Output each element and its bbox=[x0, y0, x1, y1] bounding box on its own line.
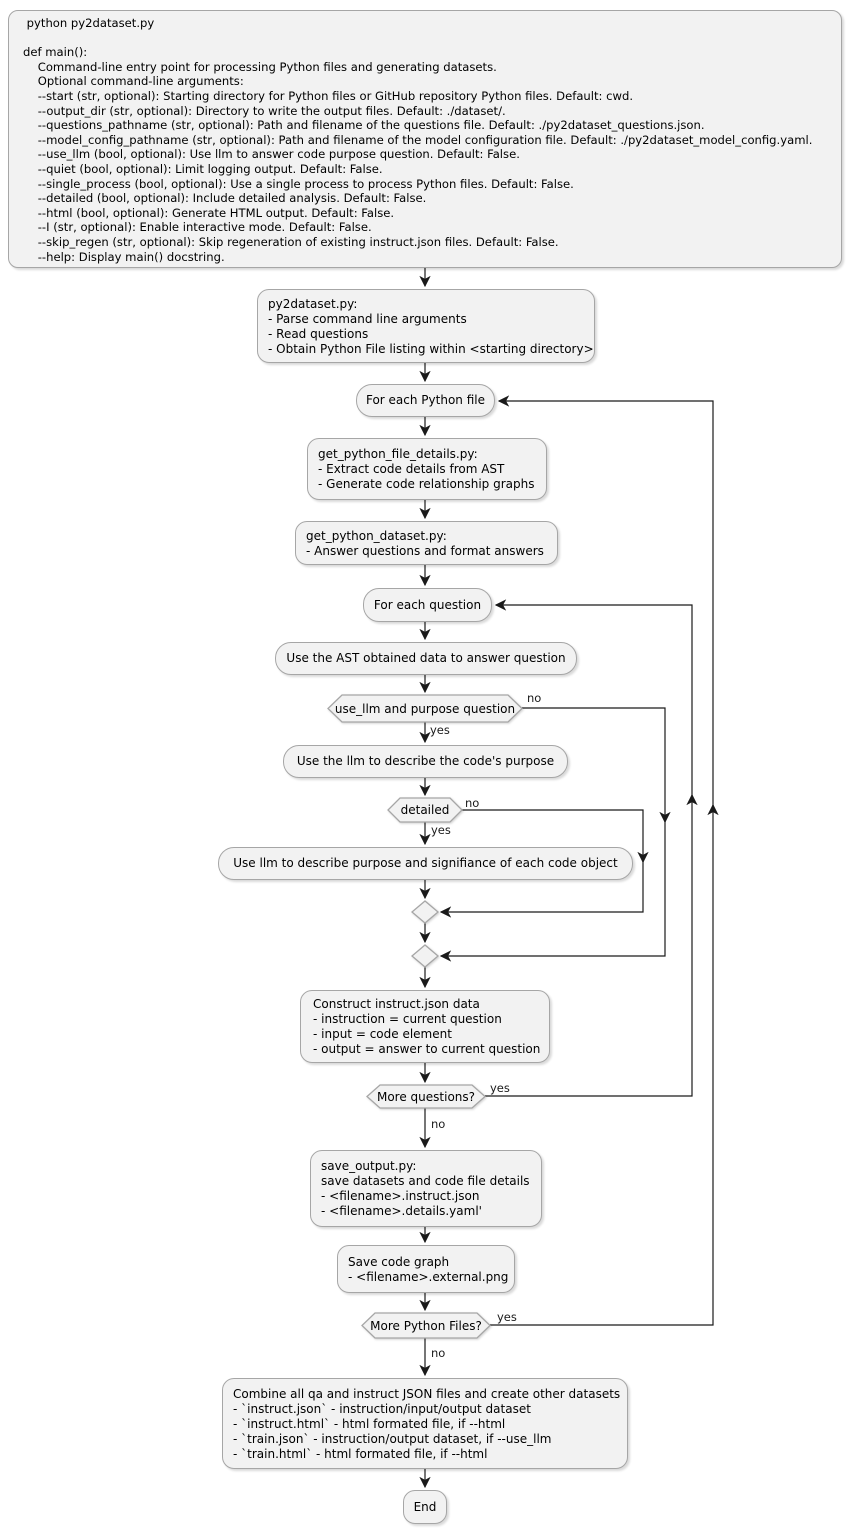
activity-main: py2dataset.py: - Parse command line argu… bbox=[257, 289, 595, 363]
activity-llm-code-purpose: Use the llm to describe the code's purpo… bbox=[283, 745, 568, 778]
label-more-files-no: no bbox=[431, 1346, 446, 1360]
decision-use-llm-label: use_llm and purpose question bbox=[334, 701, 516, 716]
decision-detailed-label: detailed bbox=[400, 803, 450, 817]
label-detailed-no: no bbox=[465, 796, 480, 810]
activity-use-ast-data: Use the AST obtained data to answer ques… bbox=[275, 642, 577, 675]
label-more-files-yes: yes bbox=[497, 1310, 517, 1324]
activity-save-output: save_output.py: save datasets and code f… bbox=[310, 1150, 542, 1227]
activity-construct-instruct-json: Construct instruct.json data - instructi… bbox=[300, 990, 550, 1063]
activity-get-python-dataset: get_python_dataset.py: - Answer question… bbox=[295, 521, 558, 565]
label-use-llm-yes: yes bbox=[430, 723, 450, 737]
activity-get-python-file-details: get_python_file_details.py: - Extract co… bbox=[307, 438, 547, 500]
docstring-text: python py2dataset.py def main(): Command… bbox=[23, 16, 813, 264]
edge-more-questions-yes bbox=[485, 599, 693, 1097]
activity-save-code-graph: Save code graph - <filename>.external.pn… bbox=[337, 1245, 515, 1293]
decision-more-questions-label: More questions? bbox=[376, 1089, 476, 1104]
label-detailed-yes: yes bbox=[431, 823, 451, 837]
activity-combine-datasets: Combine all qa and instruct JSON files a… bbox=[222, 1378, 628, 1469]
decision-more-files-shape bbox=[361, 1312, 491, 1339]
decision-more-files-label: More Python Files? bbox=[370, 1318, 482, 1333]
docstring-box: python py2dataset.py def main(): Command… bbox=[8, 10, 842, 268]
loop-for-each-python-file: For each Python file bbox=[356, 384, 495, 417]
label-use-llm-no: no bbox=[527, 691, 542, 705]
loop-for-each-question: For each question bbox=[363, 588, 492, 622]
edge-more-files-yes bbox=[490, 395, 714, 1326]
merge-node-2 bbox=[410, 944, 440, 968]
end-node: End bbox=[403, 1490, 447, 1524]
label-more-questions-no: no bbox=[431, 1117, 446, 1131]
merge-node-1 bbox=[410, 900, 440, 924]
edge-use-llm-no bbox=[439, 707, 666, 962]
decision-detailed-shape bbox=[387, 797, 463, 823]
decision-use-llm-shape bbox=[327, 694, 523, 723]
label-more-questions-yes: yes bbox=[490, 1081, 510, 1095]
decision-more-questions-shape bbox=[366, 1084, 486, 1109]
activity-llm-each-code-object: Use llm to describe purpose and signifia… bbox=[218, 847, 633, 880]
